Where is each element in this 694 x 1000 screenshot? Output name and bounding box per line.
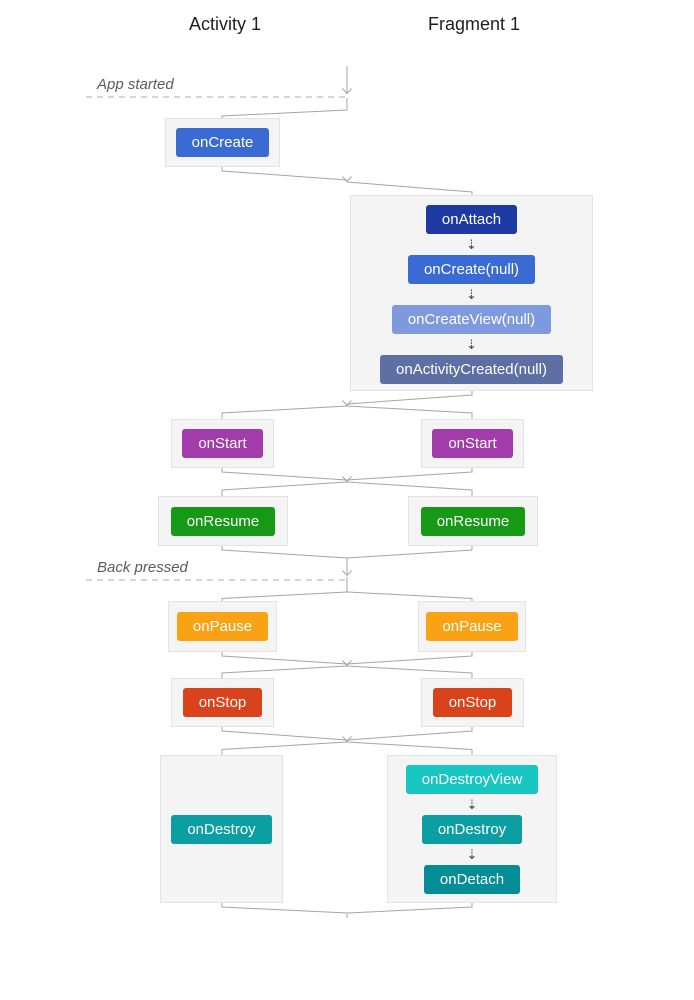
down-arrow-icon: ⇣: [466, 237, 477, 252]
fragment-ondestroyview-node: onDestroyView: [405, 765, 539, 794]
fragment-destroy-group: onDestroyView ⇣ onDestroy ⇣ onDetach: [387, 755, 557, 903]
fragment-onstop-node: onStop: [432, 688, 513, 717]
fragment-onstop-container: onStop: [421, 678, 524, 727]
fragment-ondestroy-node: onDestroy: [421, 815, 523, 844]
fragment-onresume-container: onResume: [408, 496, 538, 546]
fragment-onattach-node: onAttach: [425, 205, 518, 234]
app-started-label: App started: [97, 76, 174, 93]
fragment-onpause-node: onPause: [426, 612, 518, 641]
activity-onresume-container: onResume: [158, 496, 288, 546]
activity-onresume-node: onResume: [170, 506, 276, 536]
down-arrow-icon: ⇣: [466, 337, 477, 352]
activity-onpause-node: onPause: [176, 612, 269, 641]
activity-oncreate-container: onCreate: [165, 118, 280, 167]
fragment-onstart-container: onStart: [421, 419, 524, 468]
fragment-onresume-node: onResume: [420, 506, 526, 536]
fragment-oncreateview-node: onCreateView(null): [391, 305, 552, 334]
back-pressed-label: Back pressed: [97, 559, 188, 576]
activity-onstop-container: onStop: [171, 678, 274, 727]
activity-oncreate-node: onCreate: [175, 128, 270, 157]
down-arrow-icon: ⇣: [466, 797, 478, 812]
fragment-onstart-node: onStart: [432, 429, 513, 458]
activity-ondestroy-node: onDestroy: [171, 814, 272, 844]
fragment-onactivitycreated-node: onActivityCreated(null): [380, 355, 563, 384]
down-arrow-icon: ⇣: [466, 287, 477, 302]
activity-onstart-container: onStart: [171, 419, 274, 468]
fragment-create-group: onAttach ⇣ onCreate(null) ⇣ onCreateView…: [350, 195, 593, 391]
activity-onpause-container: onPause: [168, 601, 277, 652]
fragment-column-header: Fragment 1: [427, 14, 521, 34]
activity-destroy-container: onDestroy: [160, 755, 283, 903]
activity-column-header: Activity 1: [188, 14, 262, 34]
fragment-ondetach-node: onDetach: [423, 865, 521, 894]
down-arrow-icon: ⇣: [466, 847, 478, 862]
activity-onstart-node: onStart: [182, 429, 263, 458]
fragment-oncreate-node: onCreate(null): [407, 255, 536, 284]
fragment-onpause-container: onPause: [418, 601, 526, 652]
activity-onstop-node: onStop: [182, 688, 263, 717]
